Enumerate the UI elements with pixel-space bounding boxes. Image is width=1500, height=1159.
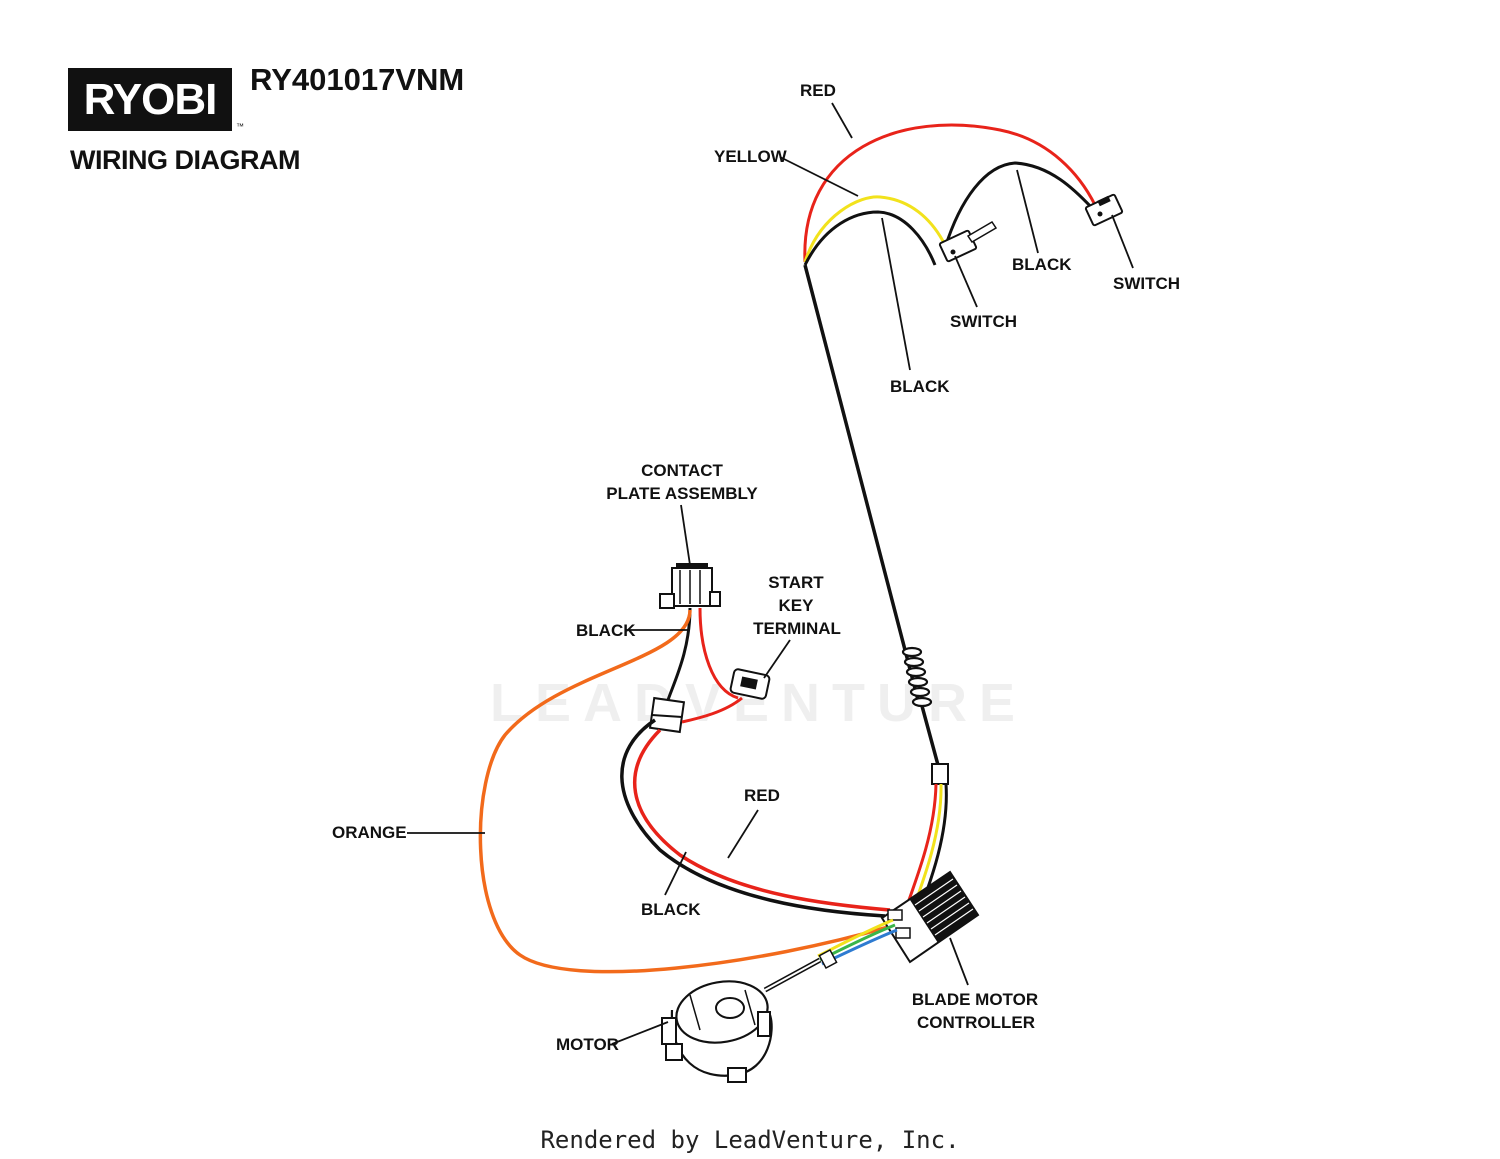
label-black-mid: BLACK — [890, 377, 950, 396]
blade-motor-controller — [880, 870, 980, 964]
model-number: RY401017VNM — [250, 62, 465, 97]
wire-red-loop — [633, 728, 891, 912]
switch-right — [1084, 193, 1124, 227]
label-black-top-right: BLACK — [1012, 255, 1072, 274]
ryobi-trademark: ™ — [236, 122, 244, 131]
footer-credit: Rendered by LeadVenture, Inc. — [540, 1126, 960, 1154]
label-yellow: YELLOW — [714, 147, 788, 166]
cable-handle — [803, 264, 920, 701]
inline-connector — [931, 763, 949, 785]
wire-red-top — [803, 123, 1097, 263]
label-switch-right: SWITCH — [1113, 274, 1180, 293]
switch-mid — [938, 220, 998, 263]
label-contact-1: CONTACT — [641, 461, 723, 480]
wire-black-top-2 — [943, 161, 1094, 249]
start-key-terminal — [729, 668, 771, 700]
label-contact-2: PLATE ASSEMBLY — [606, 484, 758, 503]
label-black-lower: BLACK — [641, 900, 701, 919]
label-controller-1: BLADE MOTOR — [912, 990, 1038, 1009]
contact-plate-assembly — [659, 563, 721, 609]
wire-orange — [478, 609, 896, 974]
page-title: WIRING DIAGRAM — [70, 145, 300, 175]
label-start-2: KEY — [779, 596, 815, 615]
wire-black-loop — [620, 718, 886, 918]
label-switch-mid: SWITCH — [950, 312, 1017, 331]
label-red-lower: RED — [744, 786, 780, 805]
wire-black-top-1 — [803, 210, 937, 266]
label-motor: MOTOR — [556, 1035, 619, 1054]
label-start-3: TERMINAL — [753, 619, 841, 638]
cable-spring — [901, 646, 933, 708]
label-start-1: START — [768, 573, 824, 592]
label-orange: ORANGE — [332, 823, 407, 842]
motor — [661, 980, 773, 1083]
label-black-contact: BLACK — [576, 621, 636, 640]
ryobi-logo: RYOBI ™ — [68, 68, 244, 131]
wire-yellow-top — [803, 195, 947, 263]
label-controller-2: CONTROLLER — [917, 1013, 1035, 1032]
ryobi-logo-text: RYOBI — [83, 75, 218, 124]
label-red-top: RED — [800, 81, 836, 100]
